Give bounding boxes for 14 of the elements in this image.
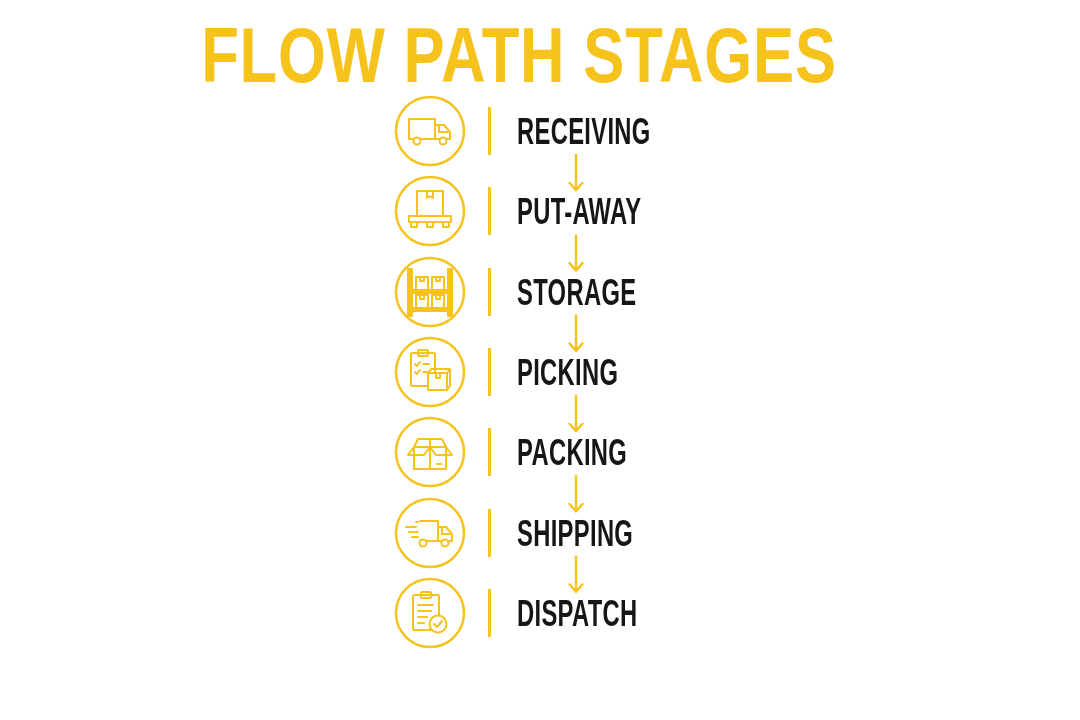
arrow [568,314,584,353]
arrow [568,234,584,272]
stage-label: PICKING [517,350,619,395]
arrow [568,475,584,513]
arrow [568,154,584,192]
stage-label: SHIPPING [517,511,634,556]
arrow [568,555,584,593]
stage-label: PUT-AWAY [517,190,642,235]
stage-label: PACKING [517,431,628,476]
stage-label: DISPATCH [517,591,638,636]
stage-label: RECEIVING [517,110,651,154]
arrow [568,394,584,433]
stage-label: STORAGE [517,270,637,315]
title: FLOW PATH STAGES [201,16,837,94]
